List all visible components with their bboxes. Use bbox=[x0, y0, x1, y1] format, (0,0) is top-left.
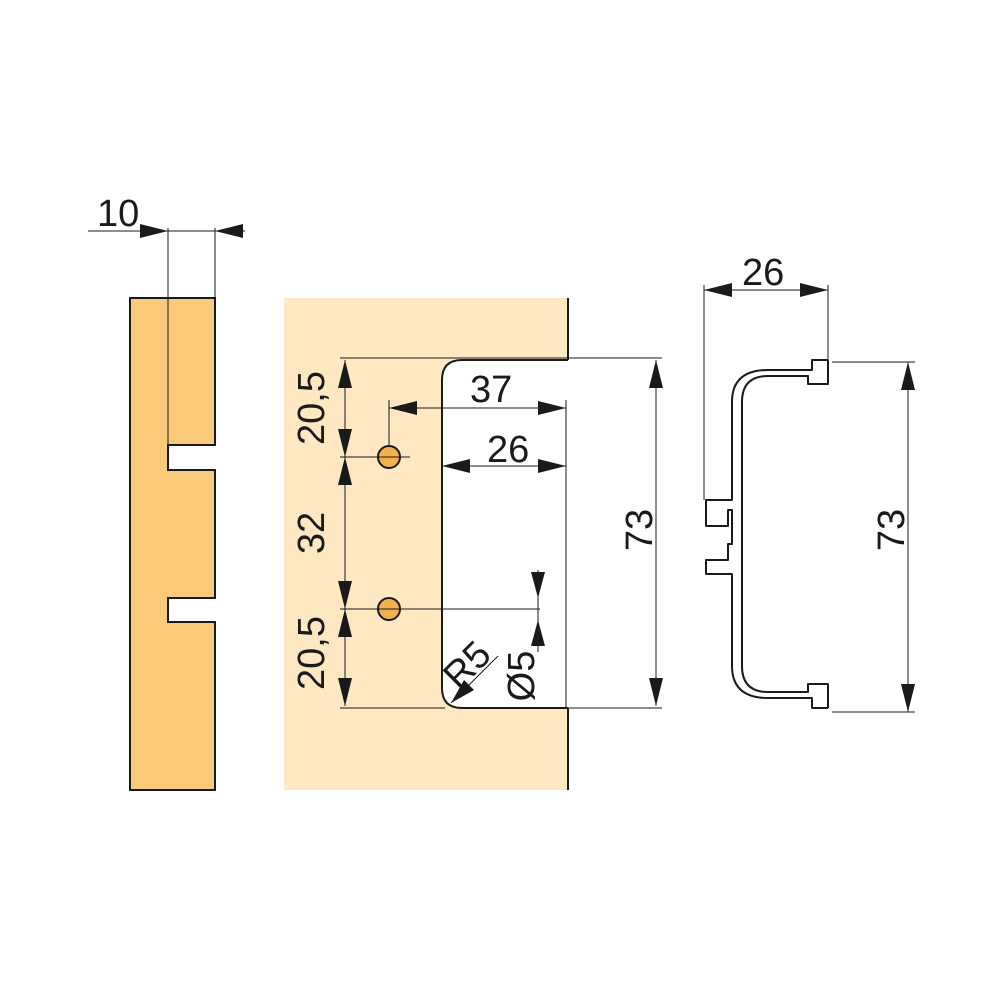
dim-arrow bbox=[649, 360, 663, 388]
dim-arrow bbox=[538, 401, 566, 415]
dim-arrow bbox=[215, 224, 243, 238]
profile-height-label: 73 bbox=[871, 509, 913, 551]
dim-arrow bbox=[451, 680, 474, 703]
dim-arrow bbox=[338, 429, 352, 457]
bottom-offset-label: 20,5 bbox=[291, 616, 333, 690]
dim-arrow bbox=[338, 360, 352, 388]
dim-arrow bbox=[442, 459, 470, 473]
front-panel bbox=[284, 298, 568, 790]
radius-label: R5 bbox=[435, 633, 499, 697]
side-view: 10 bbox=[88, 193, 245, 791]
cutout-depth-label: 26 bbox=[487, 429, 529, 471]
dim-arrow bbox=[901, 684, 915, 712]
hole-spacing-label: 32 bbox=[291, 512, 333, 554]
dim-arrow bbox=[538, 459, 566, 473]
top-offset-label: 20,5 bbox=[291, 371, 333, 445]
side-panel bbox=[129, 297, 216, 791]
dim-arrow bbox=[140, 224, 168, 238]
dim-arrow bbox=[338, 609, 352, 637]
dim-arrow bbox=[649, 678, 663, 706]
front-view: 20,5 32 20,5 37 26 73 Ø5 R5 bbox=[284, 298, 663, 790]
cutout-height-label: 73 bbox=[619, 509, 661, 551]
dim-arrow bbox=[389, 401, 417, 415]
dim-arrow bbox=[338, 457, 352, 485]
profile-view: 26 73 bbox=[703, 252, 915, 713]
dim-arrow bbox=[531, 620, 545, 646]
dim-arrow bbox=[338, 581, 352, 609]
dim-arrow bbox=[531, 572, 545, 598]
hole-diameter-label: Ø5 bbox=[501, 651, 543, 702]
hole-to-edge-label: 37 bbox=[470, 369, 512, 411]
dim-arrow bbox=[338, 678, 352, 706]
dim-arrow bbox=[800, 283, 828, 297]
profile-width-label: 26 bbox=[742, 252, 784, 294]
dim-arrow bbox=[704, 283, 732, 297]
side-groove-width-label: 10 bbox=[97, 193, 139, 235]
cutout-outline bbox=[441, 359, 568, 709]
dim-arrow bbox=[901, 362, 915, 390]
profile-outline bbox=[705, 359, 829, 709]
